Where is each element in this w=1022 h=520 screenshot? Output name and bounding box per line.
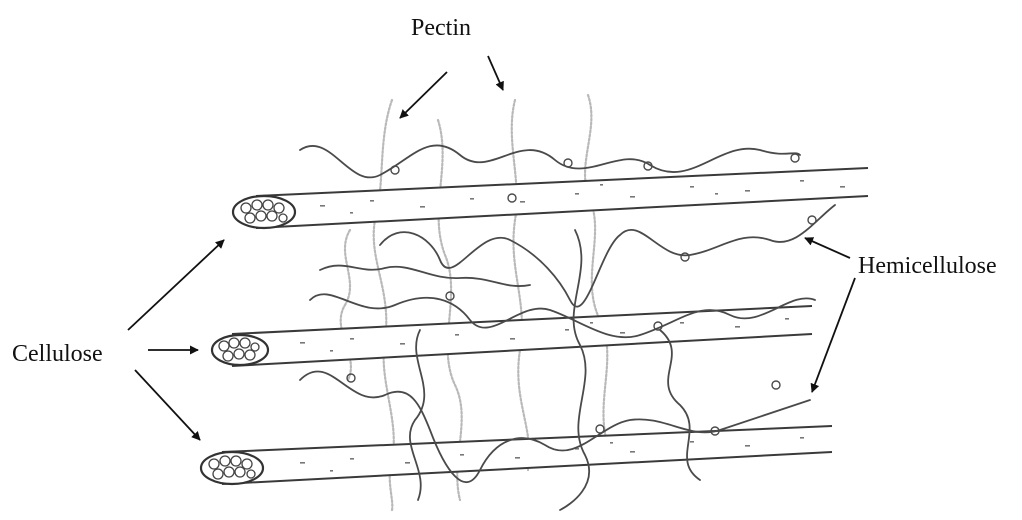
hemicellulose-chain [560, 230, 589, 510]
cellulose-fibril [201, 426, 832, 484]
cellulose-label: Cellulose [12, 342, 103, 366]
label-arrows [128, 56, 855, 440]
hemicellulose-chain [300, 145, 800, 177]
hemicellulose-arrow-top [805, 238, 850, 258]
hemicellulose-arrow-bottom [812, 278, 855, 392]
cellulose-fibril [212, 306, 812, 366]
loop [681, 253, 689, 261]
hemicellulose-chain [320, 266, 530, 287]
cellulose-arrow-top [128, 240, 224, 330]
loop [596, 425, 604, 433]
loop [564, 159, 572, 167]
pectin-label: Pectin [411, 16, 471, 40]
cellulose-microfibrils [201, 168, 868, 484]
cellulose-arrow-bottom [135, 370, 200, 440]
pectin-arrow-left [400, 72, 447, 118]
loop [791, 154, 799, 162]
hemicellulose-chain [380, 205, 835, 307]
hemicellulose-label: Hemicellulose [858, 254, 997, 278]
loop [808, 216, 816, 224]
pectin-arrow-right [488, 56, 503, 90]
pectin-strand [585, 95, 612, 455]
cellulose-fibril [233, 168, 868, 228]
loop [391, 166, 399, 174]
loop [772, 381, 780, 389]
